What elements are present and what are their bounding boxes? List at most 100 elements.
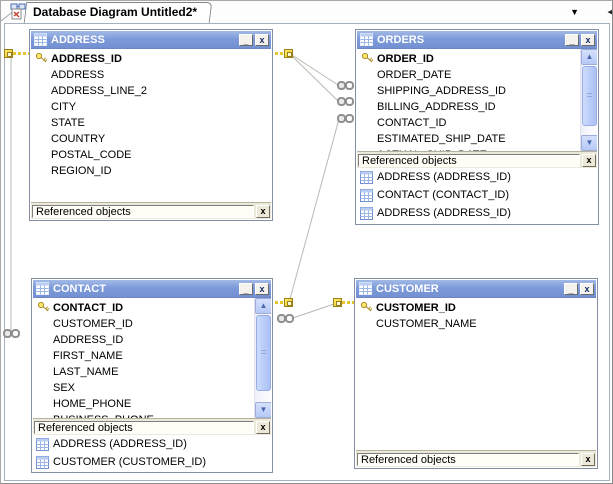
tab-title[interactable]: Database Diagram Untitled2* — [33, 5, 198, 19]
table-icon — [360, 33, 373, 46]
scroll-down-button[interactable]: ▼ — [581, 135, 597, 151]
referenced-objects-bar: Referenced objects x — [31, 202, 271, 219]
table-icon — [36, 455, 49, 469]
entity-contact-header[interactable]: CONTACT _ x — [33, 280, 271, 298]
field-row[interactable]: LAST_NAME — [53, 366, 119, 378]
field-row[interactable]: ORDER_DATE — [377, 69, 452, 81]
close-button[interactable]: x — [255, 33, 269, 46]
table-icon — [34, 33, 47, 46]
referenced-objects-close-button[interactable]: x — [582, 153, 596, 167]
field-row[interactable]: ADDRESS — [51, 69, 105, 81]
referenced-object-item[interactable]: ADDRESS (ADDRESS_ID) — [357, 204, 597, 222]
scrollbar-thumb[interactable] — [256, 315, 271, 391]
chain-link-icon — [277, 314, 294, 323]
referenced-object-item[interactable]: ADDRESS (ADDRESS_ID) — [357, 168, 597, 186]
field-row[interactable]: REGION_ID — [51, 165, 112, 177]
referenced-objects-list: ADDRESS (ADDRESS_ID) CUSTOMER (CUSTOMER_… — [33, 435, 271, 471]
field-row[interactable]: ORDER_ID — [357, 51, 597, 67]
table-icon — [360, 170, 373, 184]
table-icon — [36, 437, 49, 451]
field-row[interactable]: STATE — [51, 117, 85, 129]
entity-address-header[interactable]: ADDRESS _ x — [31, 31, 271, 49]
entity-orders-header[interactable]: ORDERS _ x — [357, 31, 597, 49]
table-icon — [360, 206, 373, 220]
primary-key-icon — [360, 300, 376, 316]
referenced-objects-label: Referenced objects — [358, 153, 580, 167]
minimize-button[interactable]: _ — [564, 282, 578, 295]
minimize-button[interactable]: _ — [565, 33, 579, 46]
referenced-object-item[interactable]: CONTACT (CONTACT_ID) — [357, 186, 597, 204]
entity-contact-fields: CONTACT_ID CUSTOMER_ID ADDRESS_ID FIRST_… — [33, 298, 271, 418]
scroll-up-button[interactable]: ▲ — [255, 298, 271, 314]
table-icon — [360, 188, 373, 202]
entity-customer-fields: CUSTOMER_ID CUSTOMER_NAME — [356, 298, 596, 450]
field-row[interactable]: ADDRESS_LINE_2 — [51, 85, 147, 97]
field-row[interactable]: COUNTRY — [51, 133, 106, 145]
minimize-button[interactable]: _ — [239, 282, 253, 295]
chain-link-icon — [3, 329, 20, 338]
database-diagram-icon — [8, 3, 26, 25]
key-icon — [270, 49, 293, 58]
vertical-scrollbar[interactable]: ▲ ▼ — [254, 298, 271, 418]
field-row[interactable]: ESTIMATED_SHIP_DATE — [377, 133, 506, 145]
field-row[interactable]: CITY — [51, 101, 77, 113]
chain-link-icon — [337, 97, 354, 106]
chain-link-icon — [337, 81, 354, 90]
referenced-object-item[interactable]: CUSTOMER (CUSTOMER_ID) — [33, 453, 271, 471]
close-button[interactable]: x — [255, 282, 269, 295]
entity-title: ORDERS — [377, 33, 425, 46]
field-row[interactable]: CUSTOMER_ID — [53, 318, 133, 330]
tab-scroll-left-icon[interactable]: ◀ — [608, 5, 612, 18]
field-row[interactable]: CONTACT_ID — [377, 117, 447, 129]
field-row[interactable]: ADDRESS_ID — [53, 334, 124, 346]
chain-link-icon — [337, 114, 354, 123]
entity-address-fields: ADDRESS_ID ADDRESS ADDRESS_LINE_2 CITY S… — [31, 49, 271, 202]
table-icon — [36, 282, 49, 295]
field-row[interactable]: POSTAL_CODE — [51, 149, 132, 161]
field-row[interactable]: ADDRESS_ID — [31, 51, 271, 67]
field-row[interactable]: BUSINESS_PHONE — [33, 412, 271, 418]
primary-key-icon — [361, 51, 377, 67]
field-row[interactable]: CONTACT_ID — [33, 300, 271, 316]
entity-title: CONTACT — [53, 282, 106, 295]
referenced-objects-list: ADDRESS (ADDRESS_ID) CONTACT (CONTACT_ID… — [357, 168, 597, 222]
referenced-objects-label: Referenced objects — [32, 204, 254, 218]
table-icon — [359, 282, 372, 295]
field-row[interactable]: SEX — [53, 382, 76, 394]
field-row[interactable]: CUSTOMER_ID — [356, 300, 596, 316]
field-row[interactable]: FIRST_NAME — [53, 350, 123, 362]
referenced-objects-bar: Referenced objects x — [356, 450, 596, 467]
tab-bar: Database Diagram Untitled2* ▼ ◀ — [1, 1, 612, 23]
referenced-objects-close-button[interactable]: x — [256, 420, 270, 434]
field-row[interactable]: ACTUAL_SHIP_DATE — [357, 147, 597, 151]
key-icon — [333, 298, 355, 307]
entity-title: ADDRESS — [51, 33, 105, 46]
tab-list-dropdown-icon[interactable]: ▼ — [570, 7, 579, 17]
field-row[interactable]: BILLING_ADDRESS_ID — [377, 101, 496, 113]
entity-customer: CUSTOMER _ x CUSTOMER_ID CUSTOMER_NAME R… — [354, 278, 598, 469]
referenced-objects-close-button[interactable]: x — [256, 204, 270, 218]
entity-title: CUSTOMER — [376, 282, 439, 295]
key-icon — [4, 49, 29, 58]
minimize-button[interactable]: _ — [239, 33, 253, 46]
close-button[interactable]: x — [581, 33, 595, 46]
scroll-down-button[interactable]: ▼ — [255, 402, 271, 418]
vertical-scrollbar[interactable]: ▲ ▼ — [580, 49, 597, 151]
referenced-objects-bar: Referenced objects x — [357, 151, 597, 168]
referenced-objects-label: Referenced objects — [357, 452, 579, 466]
entity-customer-header[interactable]: CUSTOMER _ x — [356, 280, 596, 298]
field-row[interactable]: HOME_PHONE — [53, 398, 132, 410]
referenced-object-item[interactable]: ADDRESS (ADDRESS_ID) — [33, 435, 271, 453]
entity-address: ADDRESS _ x ADDRESS_ID ADDRESS ADDRESS_L… — [29, 29, 273, 221]
referenced-objects-label: Referenced objects — [34, 420, 254, 434]
close-button[interactable]: x — [580, 282, 594, 295]
field-row[interactable]: CUSTOMER_NAME — [376, 318, 477, 330]
referenced-objects-bar: Referenced objects x — [33, 418, 271, 435]
field-row[interactable]: SHIPPING_ADDRESS_ID — [377, 85, 506, 97]
referenced-objects-close-button[interactable]: x — [581, 452, 595, 466]
scrollbar-thumb[interactable] — [582, 66, 597, 126]
entity-orders: ORDERS _ x ORDER_ID ORDER_DATE SHIPPING_… — [355, 29, 599, 225]
primary-key-icon — [37, 300, 53, 316]
scroll-up-button[interactable]: ▲ — [581, 49, 597, 65]
